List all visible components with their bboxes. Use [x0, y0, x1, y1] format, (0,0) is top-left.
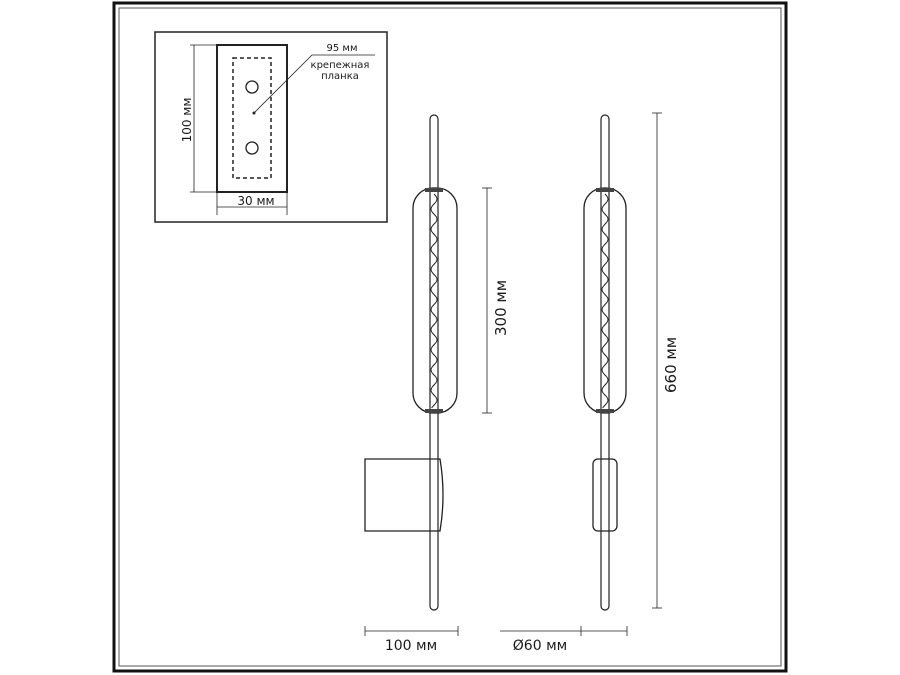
inset-height-label: 100 мм [180, 98, 194, 143]
wall-canopy [364, 458, 444, 532]
led-spiral [601, 193, 609, 409]
shade-cap-bottom [425, 409, 443, 413]
screw-hole-bottom [245, 141, 259, 155]
mounting-plate-outline [232, 57, 272, 179]
total-height-label: 660 мм [662, 337, 680, 393]
shade-cap-top [425, 188, 443, 192]
glass-shade [583, 187, 627, 414]
plate-label-line1: крепежная [311, 60, 370, 71]
inset-border [154, 31, 388, 223]
inner-frame [118, 7, 782, 667]
canopy-sleeve [592, 458, 618, 532]
inset-width-label: 30 мм [237, 194, 274, 208]
screw-hole-top [245, 80, 259, 94]
shade-height-label: 300 мм [492, 280, 510, 336]
diameter-label: Ø60 мм [513, 638, 567, 654]
depth-label: 100 мм [385, 638, 437, 654]
side-view-lamp: 300 мм 100 мм [364, 114, 510, 654]
shade-cap-bottom [596, 409, 614, 413]
plate-label-line2: планка [321, 71, 359, 82]
shade-cap-top [596, 188, 614, 192]
canopy-outline [216, 44, 288, 193]
glass-shade [412, 187, 458, 414]
mounting-plate-inset: 95 мм крепежная планка 100 мм 30 мм [154, 31, 388, 223]
outer-frame [112, 1, 788, 673]
plate-size-label: 95 мм [327, 43, 358, 54]
front-view-lamp: 660 мм Ø60 мм [500, 112, 680, 654]
led-spiral [430, 193, 438, 409]
rod [600, 114, 610, 611]
rod [429, 114, 439, 611]
leader-line [253, 54, 375, 114]
